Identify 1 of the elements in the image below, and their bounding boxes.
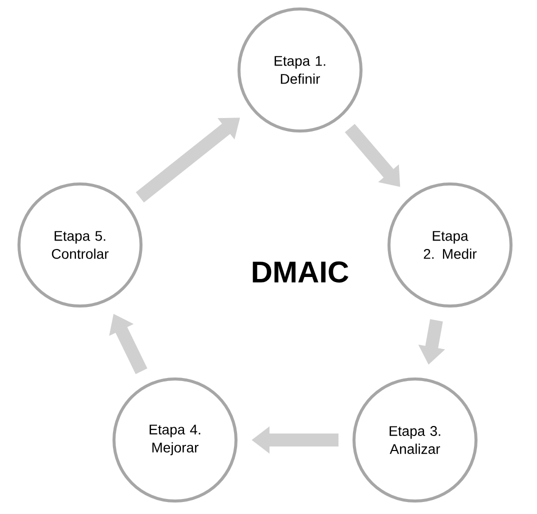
title-text: DMAIC xyxy=(252,261,348,283)
